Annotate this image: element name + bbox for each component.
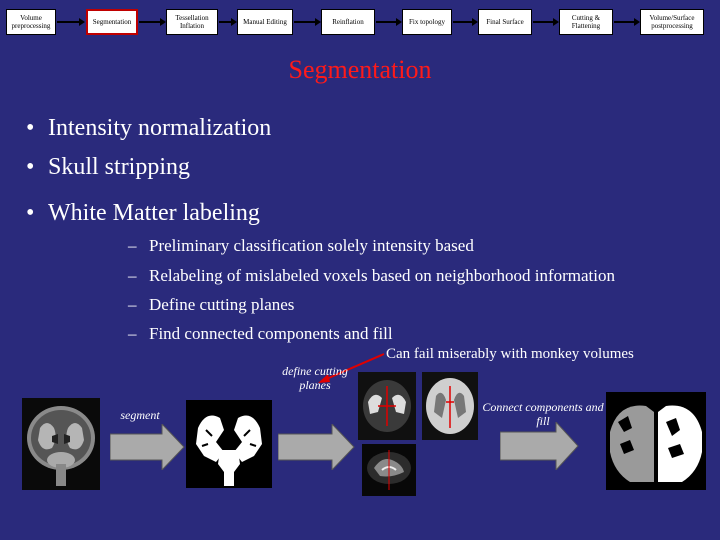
bullet-item: • White Matter labeling bbox=[26, 200, 260, 227]
pipeline-step-label: Tessellation Inflation bbox=[175, 14, 209, 30]
pipeline-step-manual-editing: Manual Editing bbox=[237, 9, 293, 35]
sub-item: –Preliminary classification solely inten… bbox=[128, 236, 474, 256]
bullet-text: Skull stripping bbox=[48, 154, 191, 180]
cutting-plane-axial-image bbox=[358, 372, 416, 440]
mri-original-image bbox=[22, 398, 100, 490]
slide-title: Segmentation bbox=[288, 55, 432, 84]
pipeline-step-label: Volume preprocessing bbox=[11, 14, 51, 30]
pipeline-arrow bbox=[533, 18, 559, 26]
pipeline-arrow bbox=[453, 18, 478, 26]
sub-text: Find connected components and fill bbox=[149, 324, 393, 343]
sub-dash: – bbox=[128, 236, 137, 255]
bullet-item: • Skull stripping bbox=[26, 154, 190, 181]
pipeline-step-cutting-flattening: Cutting & Flattening bbox=[559, 9, 613, 35]
pipeline-arrow bbox=[57, 18, 85, 26]
sub-text: Define cutting planes bbox=[149, 295, 295, 314]
bullet-dot: • bbox=[26, 115, 35, 141]
bullet-dot: • bbox=[26, 154, 35, 180]
pipeline-step-volume-preprocessing: Volume preprocessing bbox=[6, 9, 56, 35]
sub-item: –Find connected components and fill bbox=[128, 324, 393, 344]
bullet-dot: • bbox=[26, 200, 35, 226]
filled-white-matter-image bbox=[606, 392, 706, 490]
pipeline-arrow bbox=[139, 18, 166, 26]
bullet-item: • Intensity normalization bbox=[26, 115, 271, 142]
pipeline-step-label: Fix topology bbox=[409, 18, 445, 26]
monkey-volumes-note: Can fail miserably with monkey volumes bbox=[386, 346, 634, 362]
callout-connect-components: Connect components and fill bbox=[482, 400, 604, 428]
pipeline-step-volume-surface-postprocessing: Volume/Surface postprocessing bbox=[640, 9, 704, 35]
sub-dash: – bbox=[128, 266, 137, 285]
bullet-text: White Matter labeling bbox=[48, 200, 260, 226]
flow-arrow-icon bbox=[500, 422, 579, 470]
cutting-plane-coronal-image bbox=[422, 372, 478, 440]
pipeline-step-fix-topology: Fix topology bbox=[402, 9, 452, 35]
pipeline-arrow bbox=[376, 18, 402, 26]
sub-text: Preliminary classification solely intens… bbox=[149, 236, 474, 255]
white-matter-segmentation-image bbox=[186, 400, 272, 488]
pipeline-arrow bbox=[614, 18, 640, 26]
sub-item: –Relabeling of mislabeled voxels based o… bbox=[128, 266, 615, 286]
pipeline-step-reinflation: Reinflation bbox=[321, 9, 375, 35]
pipeline-step-label: Cutting & Flattening bbox=[571, 14, 601, 30]
pipeline-arrow bbox=[219, 18, 237, 26]
pipeline-step-final-surface: Final Surface bbox=[478, 9, 532, 35]
sub-dash: – bbox=[128, 295, 137, 314]
annotation-arrow-icon bbox=[318, 353, 385, 383]
pipeline-step-label: Final Surface bbox=[486, 18, 524, 26]
pipeline-arrow bbox=[294, 18, 321, 26]
sub-item: –Define cutting planes bbox=[128, 295, 294, 315]
callout-define-cutting-planes: define cutting planes bbox=[282, 364, 348, 392]
sub-text: Relabeling of mislabeled voxels based on… bbox=[149, 266, 615, 285]
pipeline-step-label: Reinflation bbox=[332, 18, 364, 26]
pipeline-step-label: Volume/Surface postprocessing bbox=[649, 14, 695, 30]
sub-dash: – bbox=[128, 324, 137, 343]
bullet-text: Intensity normalization bbox=[48, 115, 272, 141]
callout-segment: segment bbox=[120, 408, 160, 422]
cutting-plane-sagittal-image bbox=[362, 444, 416, 496]
pipeline-step-tessellation: Tessellation Inflation bbox=[166, 9, 218, 35]
pipeline-step-label: Segmentation bbox=[92, 18, 132, 26]
pipeline-step-label: Manual Editing bbox=[243, 18, 287, 26]
pipeline-step-segmentation: Segmentation bbox=[86, 9, 138, 35]
flow-arrow-icon bbox=[278, 424, 355, 470]
flow-arrow-icon bbox=[110, 424, 185, 470]
